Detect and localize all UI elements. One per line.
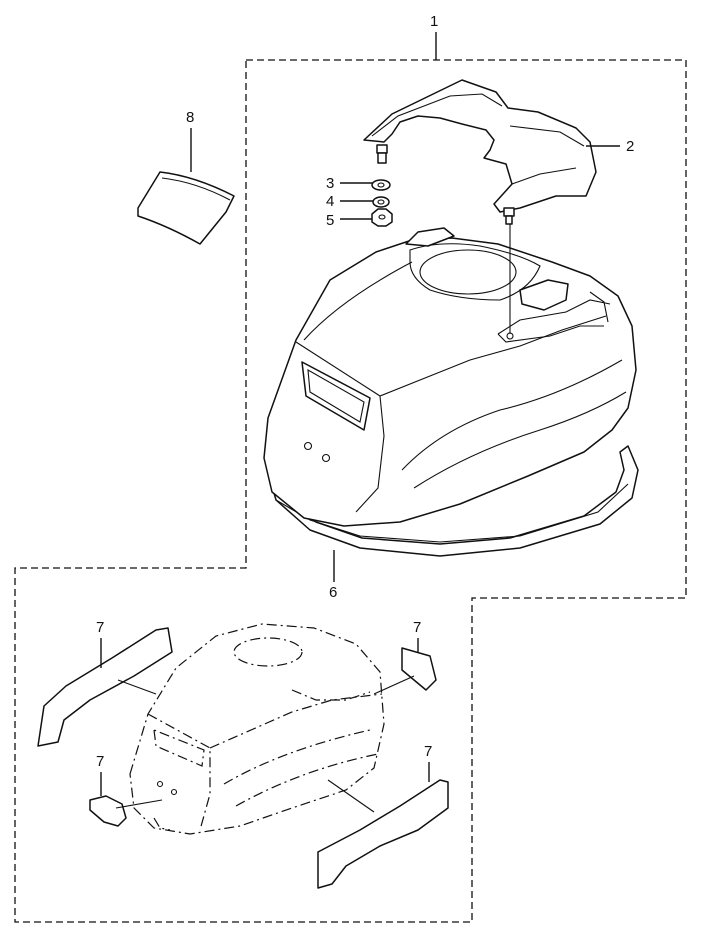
part-2-rear-cover[interactable] (363, 79, 597, 213)
leader-line-7-lower-right-arrow (327, 779, 375, 813)
callout-7-upper-left[interactable]: 7 (96, 619, 104, 636)
callout-7-lower-right[interactable]: 7 (424, 743, 432, 760)
part-7-decal-lower-left[interactable] (89, 795, 127, 827)
callout-5[interactable]: 5 (326, 212, 334, 229)
callout-4[interactable]: 4 (326, 193, 334, 210)
phantom-cowling-outline (129, 623, 385, 835)
callout-7-lower-left[interactable]: 7 (96, 753, 104, 770)
assembly-boundary-line (14, 59, 687, 923)
callout-2[interactable]: 2 (626, 138, 634, 155)
callout-3[interactable]: 3 (326, 175, 334, 192)
leader-line-7-upper-right-arrow (373, 675, 415, 695)
part-5-nut[interactable] (371, 208, 393, 227)
part-7-decal-upper-left[interactable] (37, 627, 173, 747)
part-3-washer[interactable] (371, 179, 391, 191)
leader-line-7-lower-left-arrow (115, 799, 163, 809)
screw-part-2 (376, 144, 388, 164)
leader-line-7-upper-left-arrow (117, 679, 157, 695)
callout-7-upper-right[interactable]: 7 (413, 619, 421, 636)
callout-8[interactable]: 8 (186, 109, 194, 126)
part-4-spring-washer[interactable] (372, 196, 390, 208)
callout-1[interactable]: 1 (430, 13, 438, 30)
top-cowling-body (263, 227, 637, 527)
screw-part-2-right (503, 207, 515, 225)
callout-6[interactable]: 6 (329, 584, 337, 601)
part-7-decal-lower-right[interactable] (317, 779, 449, 889)
part-8-cover-pad[interactable] (137, 171, 235, 245)
part-7-decal-upper-right[interactable] (401, 647, 437, 691)
